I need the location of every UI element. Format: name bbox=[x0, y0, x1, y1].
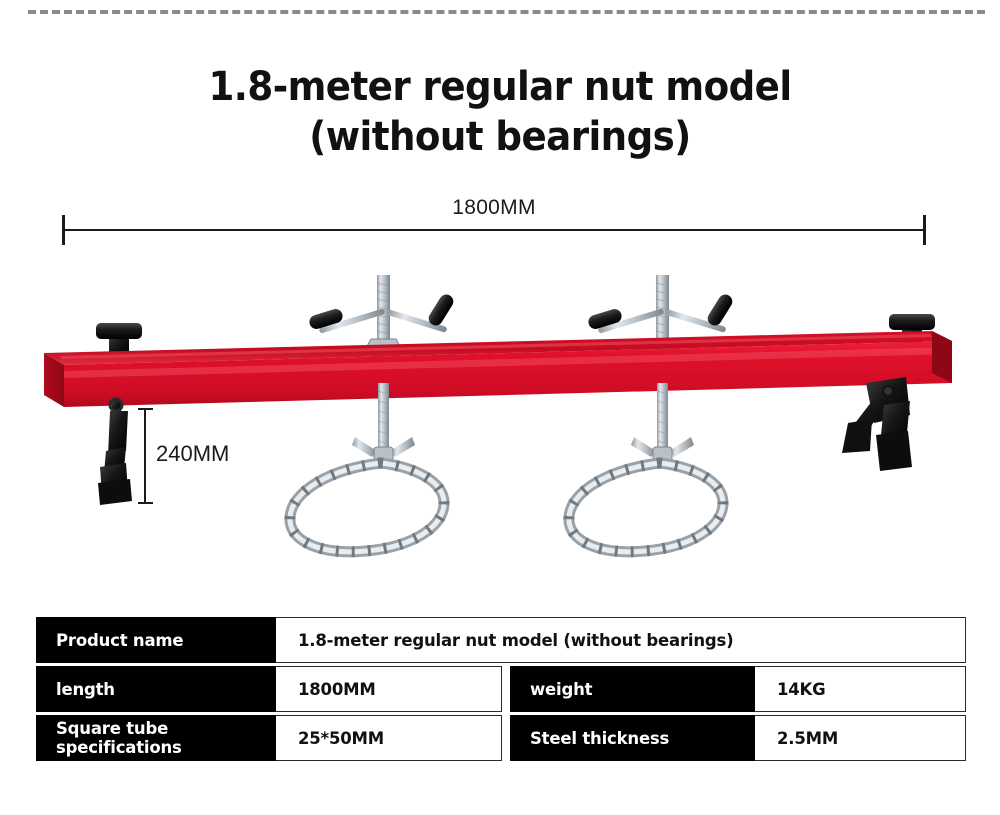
length-dimension-tick-left bbox=[62, 215, 65, 245]
chain-link-seams-right bbox=[563, 457, 729, 558]
spec-cell-weight: weight 14KG bbox=[510, 666, 966, 712]
product-photo bbox=[0, 255, 1000, 595]
spec-label-product-name: Product name bbox=[36, 617, 276, 663]
specification-table: Product name 1.8-meter regular nut model… bbox=[36, 617, 966, 764]
beam-top-highlight bbox=[60, 334, 932, 359]
beam-left-end-face bbox=[44, 353, 64, 407]
beam-front-highlight bbox=[64, 347, 952, 378]
spec-label-weight: weight bbox=[510, 666, 755, 712]
length-dimension-tick-right bbox=[923, 215, 926, 245]
length-dimension-line bbox=[62, 229, 926, 231]
spec-value-length: 1800MM bbox=[276, 666, 502, 712]
spec-value-steel-thickness: 2.5MM bbox=[755, 715, 966, 761]
rod-threads-right bbox=[655, 282, 670, 343]
page-title-line-1: 1.8-meter regular nut model bbox=[208, 64, 792, 110]
beam-right-end-face bbox=[932, 331, 952, 383]
length-dimension-annotation: 1800MM bbox=[62, 196, 926, 245]
table-row: Square tube specifications 25*50MM Steel… bbox=[36, 715, 966, 761]
chain-hanger-right bbox=[563, 383, 729, 558]
beam-front-face bbox=[64, 341, 952, 407]
spec-value-product-name: 1.8-meter regular nut model (without bea… bbox=[276, 617, 966, 663]
chain-hanger-left bbox=[284, 383, 450, 558]
lever-handle-right-a[interactable] bbox=[587, 307, 665, 334]
height-dimension-line bbox=[144, 408, 146, 504]
spec-label-steel-thickness: Steel thickness bbox=[510, 715, 755, 761]
table-row: Product name 1.8-meter regular nut model… bbox=[36, 617, 966, 663]
height-dimension-tick-bottom bbox=[138, 502, 153, 504]
page-title-line-2: (without bearings) bbox=[309, 114, 691, 160]
page-title: 1.8-meter regular nut model (without bea… bbox=[0, 62, 1000, 162]
foot-bracket-right bbox=[842, 377, 912, 471]
height-dimension-tick-top bbox=[138, 408, 153, 410]
chain-link-seams-left bbox=[284, 457, 450, 558]
height-dimension-annotation: 240MM bbox=[138, 408, 248, 504]
spec-cell-length: length 1800MM bbox=[36, 666, 502, 712]
top-dashed-divider bbox=[28, 10, 985, 14]
spec-value-weight: 14KG bbox=[755, 666, 966, 712]
red-beam bbox=[44, 331, 952, 407]
spec-value-square-tube: 25*50MM bbox=[276, 715, 502, 761]
threaded-rod-lower-left bbox=[378, 383, 389, 455]
threaded-rod-lower-right bbox=[657, 383, 668, 455]
height-dimension-label: 240MM bbox=[156, 441, 230, 466]
lever-handle-left-a[interactable] bbox=[308, 307, 386, 334]
foot-bracket-left bbox=[98, 397, 132, 505]
spec-label-length: length bbox=[36, 666, 276, 712]
spec-cell-square-tube: Square tube specifications 25*50MM bbox=[36, 715, 502, 761]
table-row: length 1800MM weight 14KG bbox=[36, 666, 966, 712]
spec-cell-steel-thickness: Steel thickness 2.5MM bbox=[510, 715, 966, 761]
lever-handle-right-b[interactable] bbox=[665, 292, 734, 333]
spec-label-square-tube: Square tube specifications bbox=[36, 715, 276, 761]
lever-handle-left-b[interactable] bbox=[386, 292, 455, 333]
product-illustration bbox=[44, 275, 952, 558]
length-dimension-label: 1800MM bbox=[452, 196, 536, 219]
